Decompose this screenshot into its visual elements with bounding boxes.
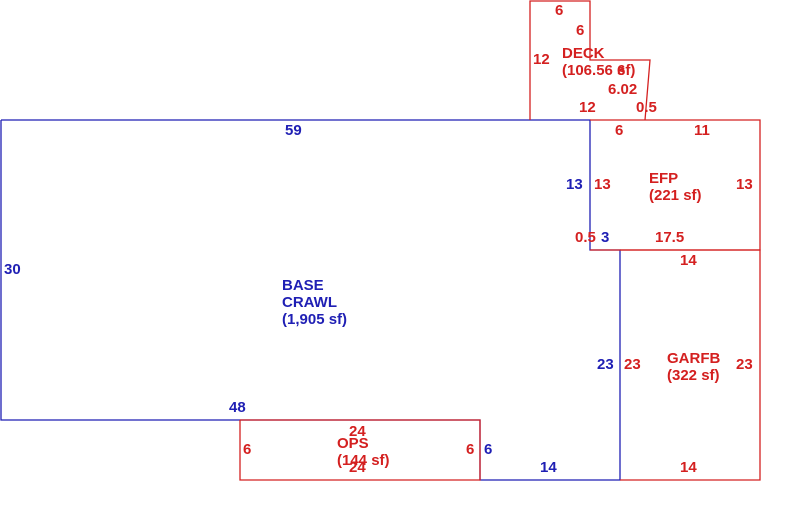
garfb-label: GARFB (322 sf) — [667, 350, 720, 384]
dim-garfb-left: 23 — [624, 356, 641, 373]
dim-deck-right-mid: 6 — [617, 62, 626, 79]
dim-efp-right: 13 — [736, 176, 753, 193]
dim-base-right-lower: 23 — [597, 356, 614, 373]
dim-efp-bottom-small: 0.5 — [575, 229, 596, 246]
deck-label: DECK (106.56 sf) — [562, 45, 635, 79]
dim-ops-top: 24 — [349, 423, 366, 440]
garfb-name: GARFB — [667, 350, 721, 367]
dim-deck-right-upper: 6 — [576, 22, 585, 39]
deck-area: (106.56 sf) — [562, 62, 636, 79]
dim-base-bottom-right: 14 — [540, 459, 557, 476]
dim-efp-left: 13 — [594, 176, 611, 193]
efp-area: (221 sf) — [649, 187, 702, 204]
dim-base-right-upper: 13 — [566, 176, 583, 193]
dim-efp-top-left: 6 — [615, 122, 624, 139]
efp-name: EFP — [649, 170, 679, 187]
ops-area: (144 sf) — [337, 452, 390, 469]
dim-ops-bottom: 24 — [349, 459, 366, 476]
dim-base-step: 3 — [601, 229, 610, 246]
dim-efp-top-right: 11 — [694, 122, 710, 139]
garfb-area: (322 sf) — [667, 367, 720, 384]
dim-garfb-bottom: 14 — [680, 459, 697, 476]
garfb-outline — [620, 249, 761, 481]
dim-deck-bottom: 12 — [579, 99, 596, 116]
deck-name: DECK — [562, 45, 605, 62]
deck-outline — [529, 0, 651, 121]
base-crawl-line2: CRAWL — [282, 294, 337, 311]
base-crawl-line1: BASE — [282, 277, 324, 294]
efp-label: EFP (221 sf) — [649, 170, 702, 204]
dim-base-left: 30 — [4, 261, 21, 278]
ops-label: OPS (144 sf) — [337, 435, 390, 469]
dim-deck-small: 0.5 — [636, 99, 657, 116]
dim-ops-left: 6 — [243, 441, 252, 458]
dim-base-top: 59 — [285, 122, 302, 139]
dim-deck-top: 6 — [555, 2, 564, 19]
dim-garfb-right: 23 — [736, 356, 753, 373]
dim-deck-left: 12 — [533, 51, 550, 68]
ops-outline — [239, 419, 481, 481]
dim-garfb-top: 14 — [680, 252, 697, 269]
base-crawl-label: BASE CRAWL (1,905 sf) — [282, 277, 347, 328]
base-crawl-area: (1,905 sf) — [282, 311, 348, 328]
dim-base-bottom: 48 — [229, 399, 246, 416]
dim-base-notch: 6 — [484, 441, 493, 458]
dim-deck-diag: 6.02 — [608, 81, 638, 98]
ops-name: OPS — [337, 435, 369, 452]
dim-efp-bottom: 17.5 — [655, 229, 685, 246]
dim-ops-right: 6 — [466, 441, 475, 458]
